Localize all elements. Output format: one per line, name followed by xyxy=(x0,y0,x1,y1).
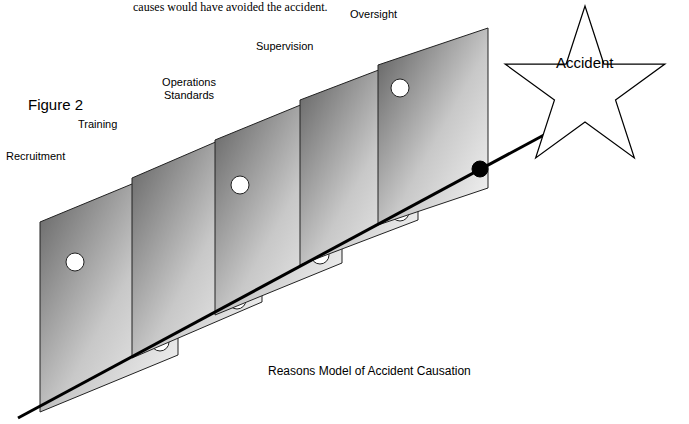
layer-label: Training xyxy=(78,118,117,131)
accident-trajectory-arrow xyxy=(18,114,583,418)
layer-label: Supervision xyxy=(256,40,313,53)
layer-label: Operations Standards xyxy=(156,76,222,102)
node-label: Accident xyxy=(556,54,614,71)
star-outline xyxy=(500,4,670,166)
figure-caption: Reasons Model of Accident Causation xyxy=(268,364,471,378)
layer-label: Recruitment xyxy=(6,150,65,163)
layer-label: Oversight xyxy=(350,8,397,21)
note-text: causes would have avoided the accident. xyxy=(133,0,328,14)
accident-star: Accident xyxy=(500,4,670,166)
figure-number: Figure 2 xyxy=(28,96,83,114)
